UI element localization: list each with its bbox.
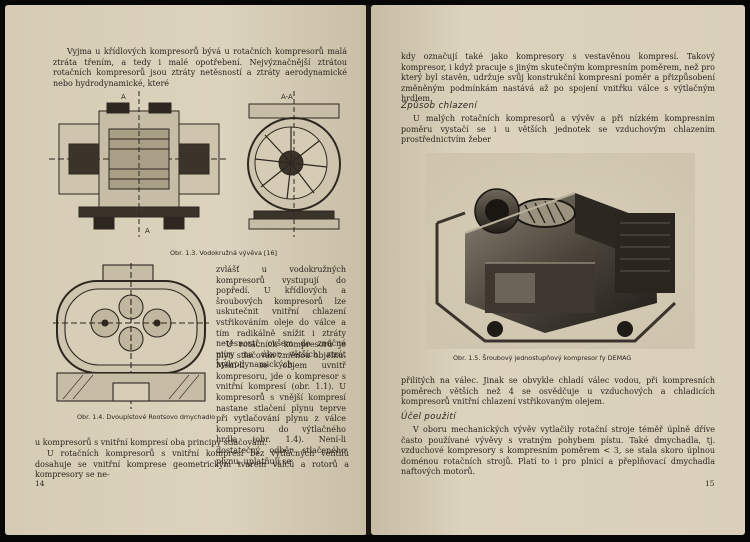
right-para-2: U malých rotačních kompresorů a vývěv a … (401, 114, 715, 145)
heading-purpose: Účel použití (401, 412, 457, 422)
right-para-4: V oboru mechanických vývěv vytlačily rot… (401, 425, 715, 477)
photo-caption: Obr. 1.5. Šroubový jednostupňový kompres… (453, 354, 632, 362)
left-column-text-2: U rotačních kompresorů je plyn stlačován… (216, 340, 346, 466)
figure-roots-blower (53, 263, 209, 409)
left-page-number: 14 (35, 479, 45, 488)
fig1-label-a-bottom: A (145, 227, 150, 235)
left-column-text-1: zvlášť u vodokružných kompresorů vystupu… (216, 265, 346, 370)
left-page: Vyjma u křídlových kompresorů bývá u rot… (5, 5, 367, 535)
fig1-caption: Obr. 1.3. Vodokružná vývěva [16] (170, 249, 278, 257)
fig2-caption: Obr. 1.4. Dvoupístové Rootsovo dmychadlo (77, 413, 216, 421)
book-gutter (366, 5, 372, 535)
left-para-bottom-1: u kompresorů s vnitřní kompresí oba prin… (35, 438, 267, 447)
figure-water-ring-pump: A A A-A (49, 89, 349, 239)
fig1-label-section: A-A (281, 93, 293, 101)
book-spread: Vyjma u křídlových kompresorů bývá u rot… (5, 5, 745, 535)
left-para-1: Vyjma u křídlových kompresorů bývá u rot… (53, 47, 347, 88)
photo-screw-compressor (425, 153, 695, 349)
left-para-bottom-2: U rotačních kompresorů s vnitřní kompres… (35, 449, 349, 480)
right-para-3: přilitých na válec. Jinak se obvykle chl… (401, 376, 715, 407)
heading-cooling: Způsob chlazení (401, 101, 478, 111)
right-page-number: 15 (705, 479, 715, 488)
right-para-1: kdy označují také jako kompresory s vest… (401, 52, 715, 104)
fig1-label-a-top: A (121, 93, 126, 101)
right-page: kdy označují také jako kompresory s vest… (371, 5, 745, 535)
